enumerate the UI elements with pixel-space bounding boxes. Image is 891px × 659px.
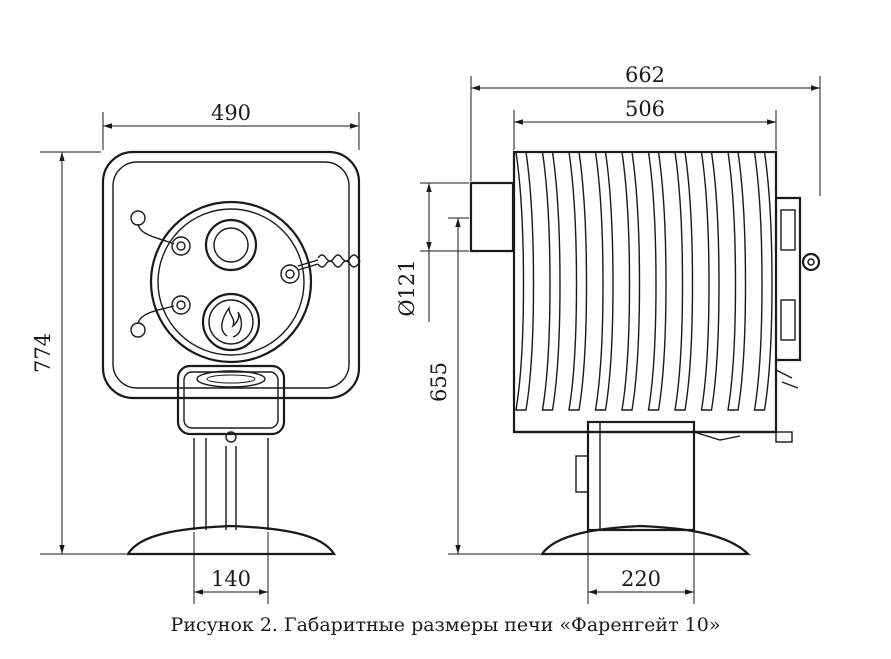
fin bbox=[541, 151, 561, 411]
flame-icon bbox=[221, 305, 243, 338]
fin bbox=[515, 151, 535, 411]
fin bbox=[621, 151, 641, 411]
dim-front-height: 774 bbox=[31, 333, 55, 373]
dim-side-total-width: 662 bbox=[625, 63, 665, 87]
dim-side-body-width: 506 bbox=[625, 97, 665, 121]
door-handle-spring bbox=[317, 254, 361, 268]
dim-front-stand-width: 140 bbox=[211, 567, 251, 591]
convection-fins bbox=[515, 151, 773, 411]
front-view bbox=[101, 150, 361, 556]
fin bbox=[674, 151, 694, 411]
dim-side-height: 655 bbox=[427, 362, 451, 402]
fin bbox=[568, 151, 588, 411]
front-dimensions bbox=[40, 112, 360, 604]
dim-side-stand-width: 220 bbox=[621, 567, 661, 591]
side-dimensions bbox=[420, 76, 821, 604]
fin bbox=[700, 151, 720, 411]
fin bbox=[727, 151, 747, 411]
figure-caption: Рисунок 2. Габаритные размеры печи «Фаре… bbox=[170, 614, 721, 636]
fin bbox=[753, 151, 773, 411]
dim-front-width: 490 bbox=[211, 101, 251, 125]
fin bbox=[647, 151, 667, 411]
side-view bbox=[469, 150, 821, 556]
fin bbox=[594, 151, 614, 411]
dim-side-flue-diameter: Ø121 bbox=[395, 259, 419, 316]
